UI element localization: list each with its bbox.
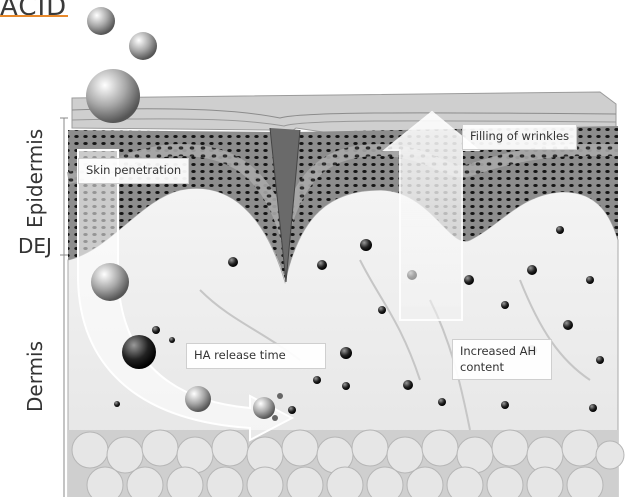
header-title: ACID (0, 0, 67, 22)
skin-penetration-label: Skin penetration (78, 158, 189, 184)
filling-wrinkles-label: Filling of wrinkles (462, 124, 577, 150)
header-underline (0, 15, 68, 17)
epidermis-label: Epidermis (23, 129, 47, 228)
dermis-label: Dermis (23, 341, 47, 412)
ha-release-label: HA release time (186, 343, 326, 369)
increased-ah-label: Increased AH content (452, 339, 552, 380)
dej-label: DEJ (18, 234, 52, 258)
fat-layer (68, 430, 624, 497)
